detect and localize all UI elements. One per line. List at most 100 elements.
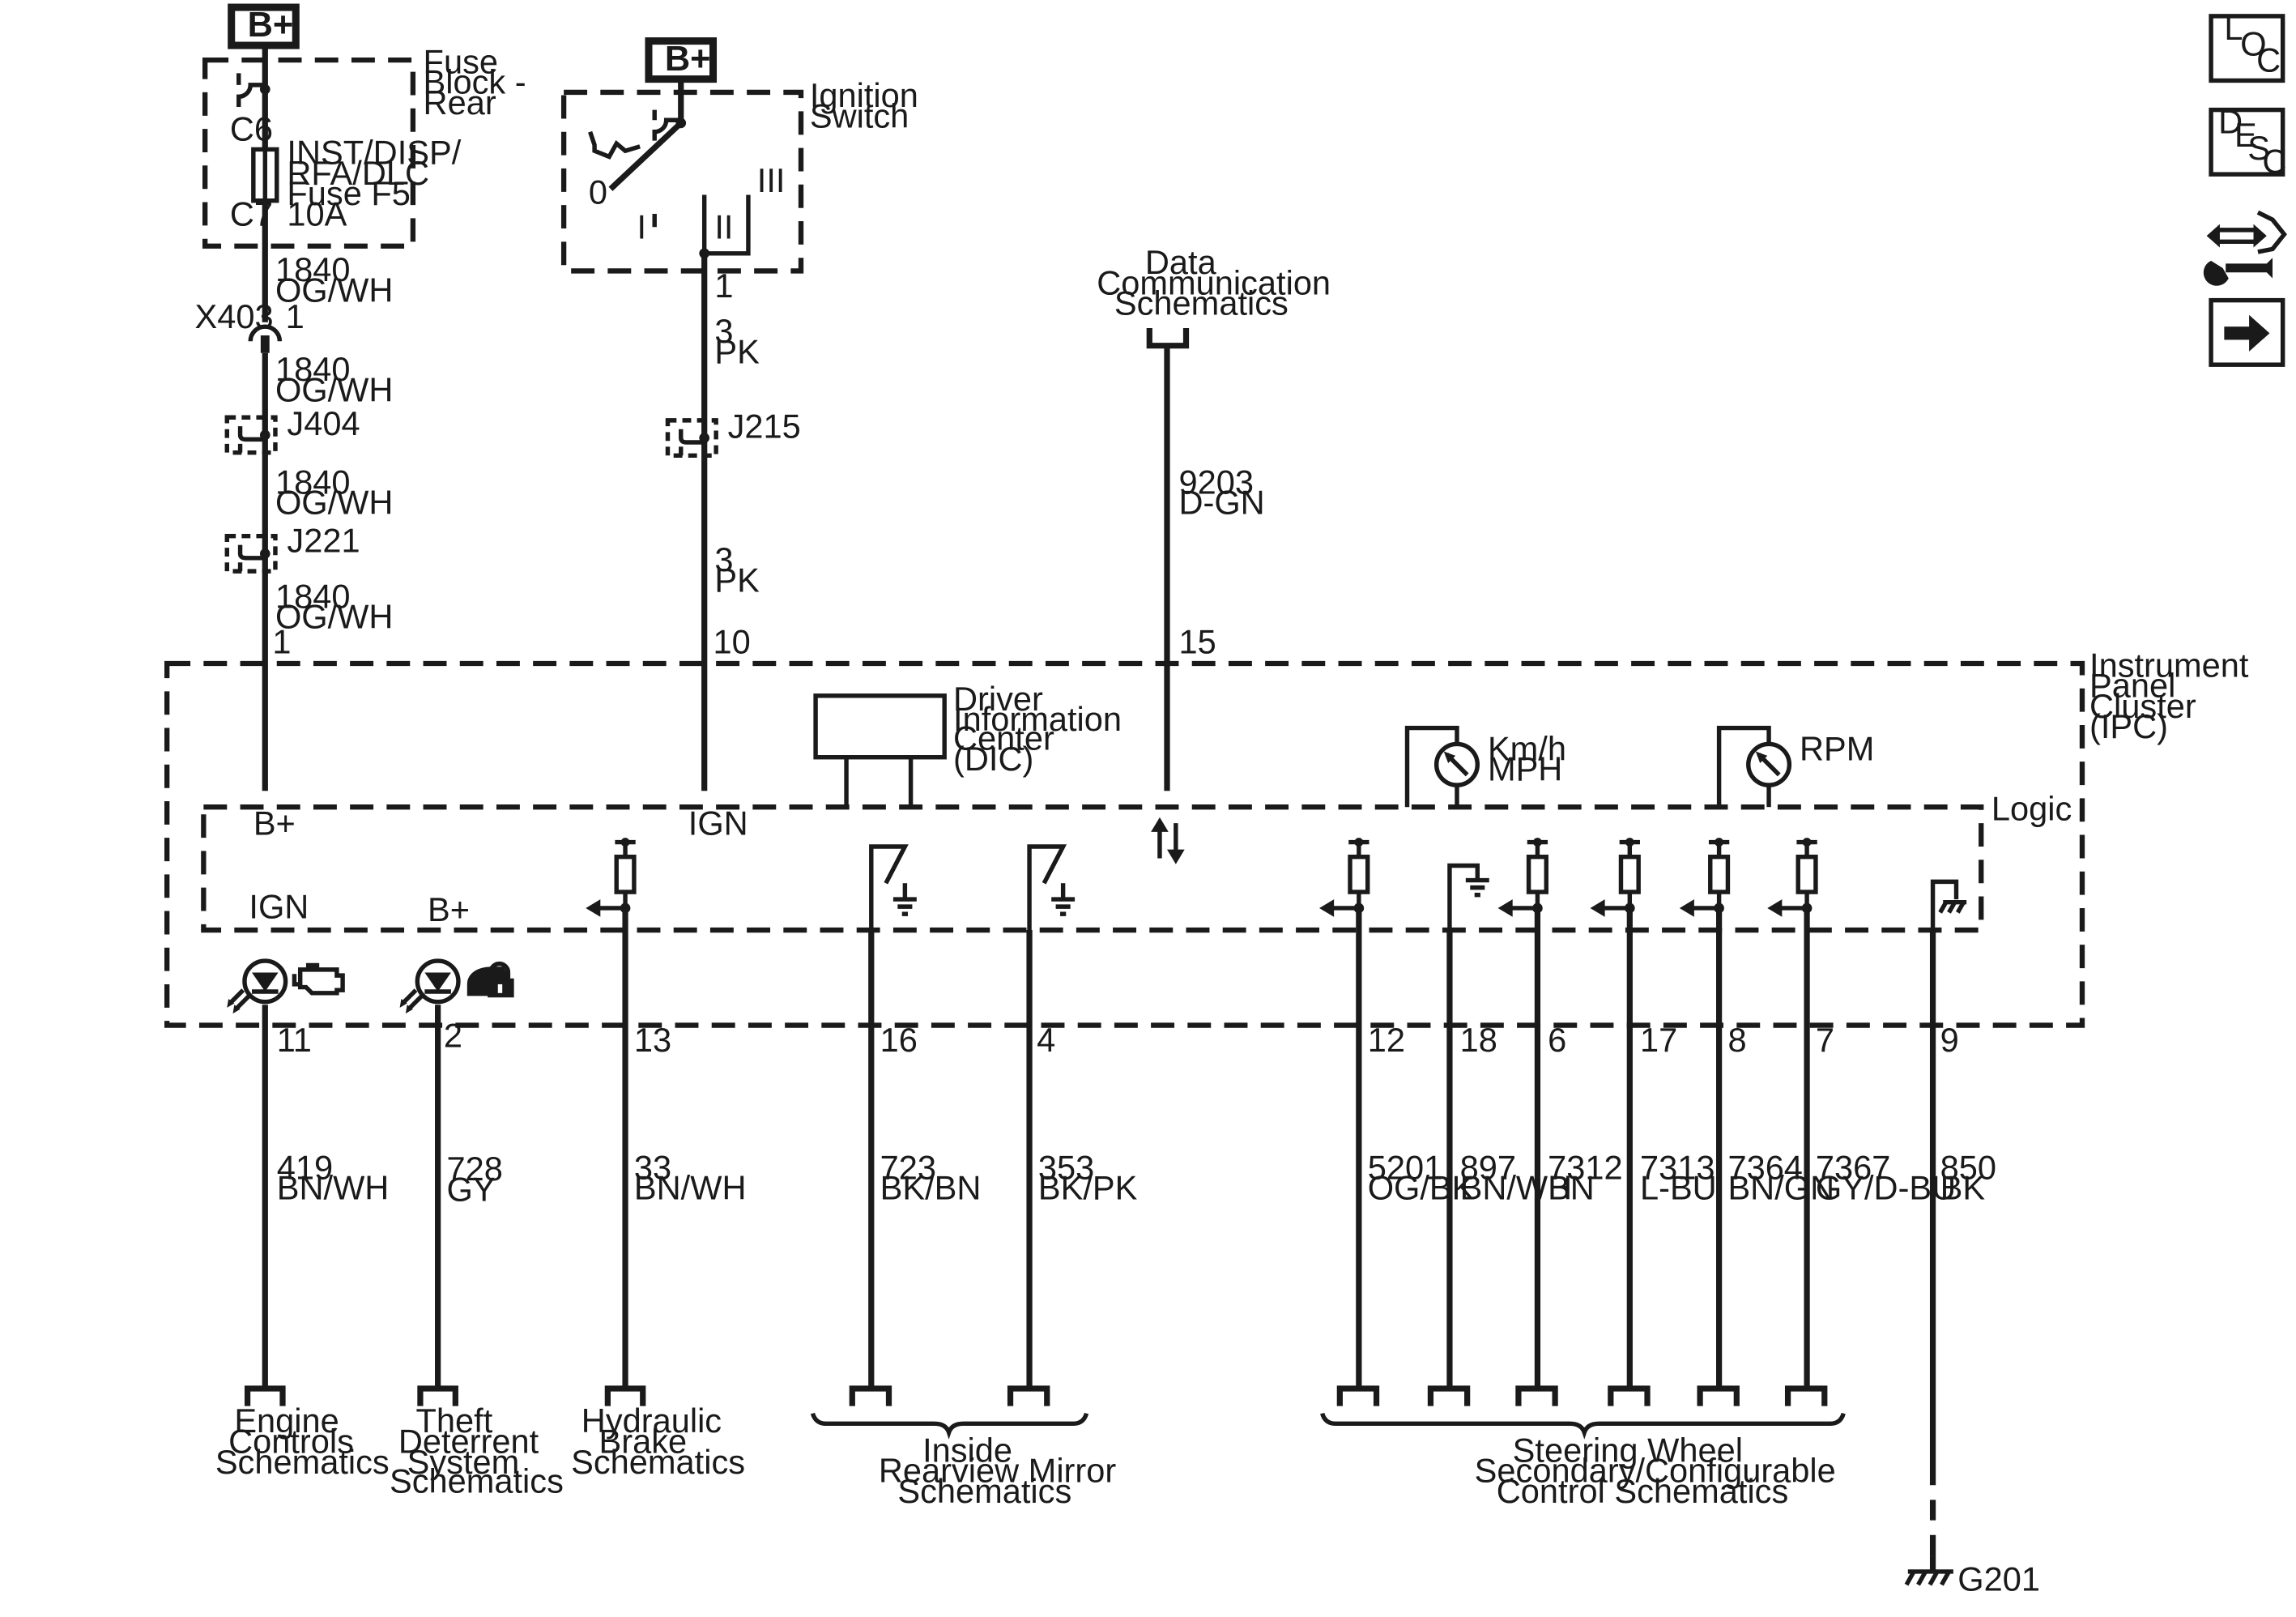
- wire-728-circuit: 728: [446, 1150, 502, 1188]
- pin-top-15: 15: [1178, 622, 1216, 660]
- data-communication-circuit: Data Communication Schematics 9203 D-GN …: [1097, 243, 1331, 864]
- nav-desc-button[interactable]: D E S C: [2209, 103, 2286, 181]
- data-comm-title-2: Communication: [1097, 263, 1331, 301]
- mirror-switch-16: [869, 844, 917, 931]
- pin-bottom-7: 7: [1816, 1021, 1834, 1059]
- wire-7367-circuit: 7367: [1816, 1148, 1891, 1186]
- wire-7364-color: BN/GN: [1727, 1169, 1834, 1207]
- dest-steering-2: Secondary/Configurable: [1475, 1452, 1836, 1490]
- dic-box: [813, 693, 947, 760]
- connector-compare-icon[interactable]: [2203, 210, 2287, 286]
- fuse-label-4: 10A: [287, 194, 347, 233]
- svg-text:C: C: [2256, 41, 2281, 79]
- ipc-title-1: Instrument: [2089, 646, 2249, 684]
- svg-text:D: D: [2218, 103, 2243, 141]
- dic-label-3: Center: [953, 719, 1054, 757]
- wire-7312-circuit: 7312: [1548, 1148, 1623, 1186]
- speed-label-1: Km/h: [1488, 729, 1566, 767]
- wire-b4-circuit: 1840: [275, 577, 351, 615]
- wire-b4-color: OG/WH: [275, 598, 394, 636]
- bplus-label-1: B+: [248, 6, 294, 45]
- wire-5201-circuit: 5201: [1368, 1148, 1442, 1186]
- ipc-outline: [164, 660, 2085, 1028]
- fuse-label-3: Fuse F5: [287, 174, 411, 212]
- wire-7313-color: L-BU: [1640, 1169, 1717, 1207]
- dic-label-4: (DIC): [953, 740, 1033, 778]
- connector-steering-8-icon: [1697, 1385, 1740, 1406]
- bplus-lamp-label: B+: [428, 890, 470, 928]
- data-comm-title-1: Data: [1145, 243, 1217, 281]
- theft-led-icon: [415, 958, 461, 1005]
- pin-top-1: 1: [272, 622, 291, 660]
- fuse-block-outline: [202, 57, 416, 249]
- bplus-supply-circuit: B+ Fuse Block - Rear C6 C7 INST/DISP/ RF…: [195, 3, 526, 791]
- splice-j221-icon: [224, 534, 278, 574]
- mirror-brace: [810, 1412, 1089, 1440]
- connector-brake-icon: [604, 1385, 646, 1406]
- pin-bottom-8: 8: [1727, 1021, 1746, 1059]
- dest-brake-3: Schematics: [571, 1443, 745, 1481]
- dest-mirror-3: Schematics: [897, 1472, 1071, 1510]
- dest-steering-3: Control Schematics: [1497, 1472, 1788, 1510]
- pin-bottom-6: 6: [1548, 1021, 1566, 1059]
- nav-loc-button[interactable]: L O C: [2209, 9, 2285, 83]
- pin-bottom-2: 2: [444, 1017, 462, 1055]
- ign-lamp-label: IGN: [249, 888, 309, 926]
- svg-text:E: E: [2234, 116, 2257, 154]
- dest-theft-4: Schematics: [390, 1461, 564, 1500]
- driver-stage-17: [1590, 838, 1641, 917]
- wire-850-circuit: 850: [1940, 1148, 1996, 1186]
- pin-bottom-13: 13: [634, 1021, 671, 1059]
- connector-steering-17-icon: [1608, 1385, 1651, 1406]
- dest-theft-2: Deterrent: [398, 1423, 539, 1461]
- ignition-title-2: Switch: [810, 96, 909, 134]
- fuse-block-title-2: Block -: [424, 63, 526, 101]
- ground-g201-label: G201: [1957, 1559, 2040, 1598]
- wire-353-color: BK/PK: [1038, 1169, 1138, 1207]
- connector-x403-icon: [248, 324, 283, 342]
- wire-7364-circuit: 7364: [1727, 1148, 1803, 1186]
- wire-ign2-color: PK: [714, 561, 760, 599]
- wire-ign2-circuit: 3: [714, 540, 733, 578]
- wire-897-color: BN/WH: [1460, 1169, 1573, 1207]
- next-page-button[interactable]: [2209, 297, 2285, 367]
- engine-icon: [292, 962, 345, 996]
- svg-text:L: L: [2224, 9, 2243, 47]
- dic-label-1: Driver: [953, 680, 1043, 718]
- wire-7367-color: GY/D-BU: [1816, 1169, 1956, 1207]
- wire-b3-color: OG/WH: [275, 484, 394, 522]
- ipc-title-2: Panel: [2089, 667, 2175, 705]
- connector-steering-6-icon: [1515, 1385, 1558, 1406]
- splice-j215-icon: [665, 418, 718, 458]
- wire-7312-color: BN: [1548, 1169, 1595, 1207]
- dest-brake-2: Brake: [599, 1423, 688, 1461]
- pin-bottom-18: 18: [1460, 1021, 1497, 1059]
- steering-brace: [1320, 1412, 1846, 1440]
- bottom-wires: 11 2 13 16 4 12 18 6 17 8 7 9 419 BN/WH …: [215, 907, 2040, 1598]
- wire-b2-color: OG/WH: [275, 370, 394, 408]
- wire-33-color: BN/WH: [634, 1169, 747, 1207]
- driver-stage-8: [1679, 838, 1731, 917]
- dest-mirror-1: Inside: [922, 1431, 1012, 1469]
- bplus-label-2: B+: [665, 40, 711, 79]
- wire-353-circuit: 353: [1038, 1148, 1094, 1186]
- wire-data-color: D-GN: [1178, 484, 1264, 522]
- dic-label-2: Information: [953, 700, 1122, 738]
- fuse-label-1: INST/DISP/: [287, 133, 461, 171]
- engine-led-icon: [242, 958, 288, 1005]
- pin-bottom-16: 16: [880, 1021, 918, 1059]
- pin-bottom-9: 9: [1940, 1021, 1959, 1059]
- connector-data-icon: [1146, 327, 1190, 349]
- connector-theft-icon: [417, 1385, 458, 1406]
- ground-ref-18: [1447, 863, 1489, 931]
- wire-b1-color: OG/WH: [275, 271, 394, 309]
- fuse-block-title-1: Fuse: [424, 42, 498, 80]
- arrow-right-icon: [2224, 314, 2270, 352]
- wire-7313-circuit: 7313: [1640, 1148, 1715, 1186]
- wire-b1-circuit: 1840: [275, 250, 351, 288]
- instrument-panel-cluster: Instrument Panel Cluster (IPC) Logic B+ …: [164, 646, 2249, 1028]
- x403-label: X403: [195, 297, 274, 335]
- pin-bottom-11: 11: [277, 1021, 312, 1059]
- dest-brake-1: Hydraulic: [581, 1402, 722, 1440]
- j221-label: J221: [287, 522, 360, 560]
